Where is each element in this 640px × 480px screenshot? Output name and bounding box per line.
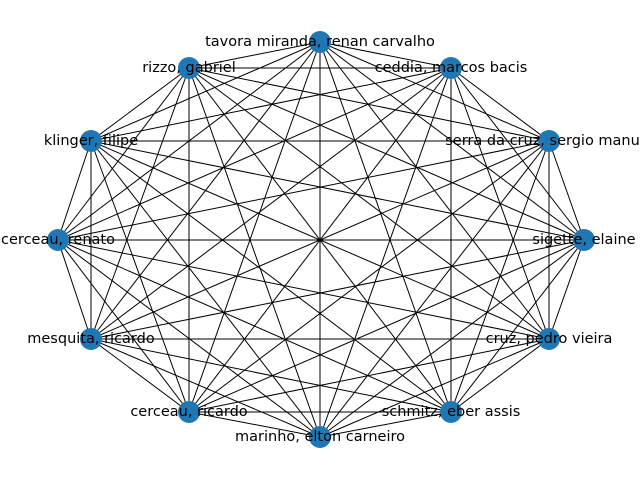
edge-cerceau-ricardo--marinho-elton-carneiro	[188, 411, 321, 438]
edge-tavora-miranda-renan-carvalho--ceddia-marcos-bacis	[319, 41, 452, 69]
edge-ceddia-marcos-bacis--mesquita-ricardo	[90, 67, 452, 340]
edge-serra-da-cruz-sergio-manuel--cerceau-renato	[57, 140, 550, 241]
edge-rizzo-gabriel--marinho-elton-carneiro	[188, 67, 321, 438]
edge-klinger-filipe--cerceau-ricardo	[90, 140, 190, 413]
edge-tavora-miranda-renan-carvalho--cerceau-ricardo	[188, 41, 321, 413]
node-label-marinho-elton-carneiro: marinho, elton carneiro	[235, 429, 405, 445]
edge-serra-da-cruz-sergio-manuel--sigette-elaine	[548, 140, 585, 241]
edge-rizzo-gabriel--sigette-elaine	[188, 67, 585, 241]
edge-rizzo-gabriel--klinger-filipe	[90, 67, 190, 142]
edge-rizzo-gabriel--cruz-pedro-vieira	[188, 67, 550, 340]
node-label-sigette-elaine: sigette, elaine	[532, 232, 635, 248]
edge-serra-da-cruz-sergio-manuel--cerceau-ricardo	[188, 140, 550, 413]
node-cerceau-renato	[47, 229, 69, 251]
edge-tavora-miranda-renan-carvalho--schmitz-eber-assis	[319, 41, 452, 413]
edge-rizzo-gabriel--serra-da-cruz-sergio-manuel	[188, 67, 550, 142]
edge-tavora-miranda-renan-carvalho--rizzo-gabriel	[188, 41, 321, 69]
node-label-mesquita-ricardo: mesquita, ricardo	[27, 331, 155, 347]
node-label-serra-da-cruz-sergio-manuel: serra da cruz, sergio manuel	[445, 133, 640, 149]
node-ceddia-marcos-bacis	[440, 57, 462, 79]
edge-cruz-pedro-vieira--cerceau-ricardo	[188, 338, 550, 413]
node-label-rizzo-gabriel: rizzo, gabriel	[142, 60, 236, 76]
edge-cerceau-renato--cerceau-ricardo	[57, 239, 190, 413]
edge-cerceau-renato--cruz-pedro-vieira	[57, 239, 550, 340]
edge-schmitz-eber-assis--marinho-elton-carneiro	[319, 411, 452, 438]
node-label-schmitz-eber-assis: schmitz, eber assis	[382, 404, 521, 420]
edge-sigette-elaine--cerceau-ricardo	[188, 239, 585, 413]
edge-mesquita-ricardo--schmitz-eber-assis	[90, 338, 452, 413]
node-label-cerceau-ricardo: cerceau, ricardo	[130, 404, 247, 420]
node-cruz-pedro-vieira	[538, 328, 560, 350]
edge-klinger-filipe--schmitz-eber-assis	[90, 140, 452, 413]
node-klinger-filipe	[80, 130, 102, 152]
edge-ceddia-marcos-bacis--serra-da-cruz-sergio-manuel	[450, 67, 550, 142]
edge-layer	[57, 41, 585, 438]
node-label-cruz-pedro-vieira: cruz, pedro vieira	[486, 331, 613, 347]
node-serra-da-cruz-sergio-manuel	[538, 130, 560, 152]
edge-tavora-miranda-renan-carvalho--serra-da-cruz-sergio-manuel	[319, 41, 550, 142]
node-tavora-miranda-renan-carvalho	[309, 31, 331, 53]
edge-cruz-pedro-vieira--marinho-elton-carneiro	[319, 338, 550, 438]
node-label-tavora-miranda-renan-carvalho: tavora miranda, renan carvalho	[205, 34, 435, 50]
edge-cruz-pedro-vieira--schmitz-eber-assis	[450, 338, 550, 413]
node-rizzo-gabriel	[178, 57, 200, 79]
node-cerceau-ricardo	[178, 401, 200, 423]
edge-mesquita-ricardo--marinho-elton-carneiro	[90, 338, 321, 438]
node-label-ceddia-marcos-bacis: ceddia, marcos bacis	[375, 60, 528, 76]
edge-ceddia-marcos-bacis--marinho-elton-carneiro	[319, 67, 452, 438]
node-schmitz-eber-assis	[440, 401, 462, 423]
edge-ceddia-marcos-bacis--cerceau-renato	[57, 67, 452, 241]
edge-sigette-elaine--mesquita-ricardo	[90, 239, 585, 340]
node-mesquita-ricardo	[80, 328, 102, 350]
edge-cerceau-renato--mesquita-ricardo	[57, 239, 92, 340]
edge-rizzo-gabriel--cerceau-renato	[57, 67, 190, 241]
edge-ceddia-marcos-bacis--cruz-pedro-vieira	[450, 67, 550, 340]
node-marinho-elton-carneiro	[309, 426, 331, 448]
node-layer	[47, 31, 595, 448]
node-label-klinger-filipe: klinger, filipe	[44, 133, 138, 149]
edge-mesquita-ricardo--cerceau-ricardo	[90, 338, 190, 413]
edge-ceddia-marcos-bacis--klinger-filipe	[90, 67, 452, 142]
edge-serra-da-cruz-sergio-manuel--marinho-elton-carneiro	[319, 140, 550, 438]
edge-sigette-elaine--schmitz-eber-assis	[450, 239, 585, 413]
edge-rizzo-gabriel--mesquita-ricardo	[90, 67, 190, 340]
label-layer: tavora miranda, renan carvalho rizzo, gab…	[1, 34, 640, 445]
node-label-cerceau-renato: cerceau, renato	[1, 232, 115, 248]
edge-ceddia-marcos-bacis--sigette-elaine	[450, 67, 585, 241]
edge-tavora-miranda-renan-carvalho--klinger-filipe	[90, 41, 321, 142]
edge-cerceau-renato--schmitz-eber-assis	[57, 239, 452, 413]
node-sigette-elaine	[573, 229, 595, 251]
edge-klinger-filipe--sigette-elaine	[90, 140, 585, 241]
edge-klinger-filipe--cerceau-renato	[57, 140, 92, 241]
edge-sigette-elaine--cruz-pedro-vieira	[548, 239, 585, 340]
